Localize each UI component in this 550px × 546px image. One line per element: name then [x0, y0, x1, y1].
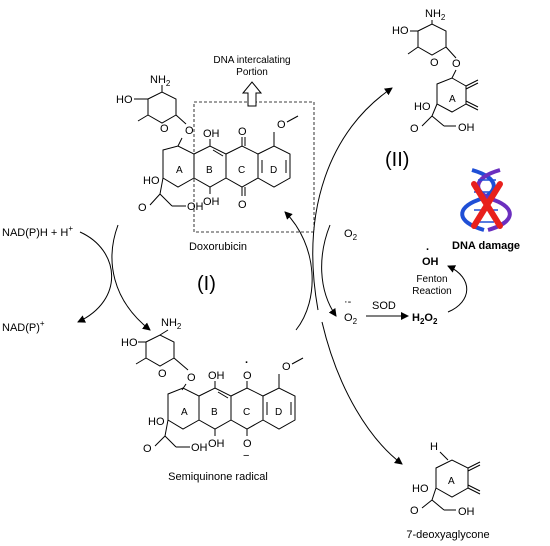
svg-text:O: O [187, 372, 196, 384]
svg-text:OH: OH [458, 122, 475, 134]
oxidation-arrow [284, 211, 313, 331]
pathway-ii-arrow [312, 87, 393, 311]
portion-label: Portion [236, 67, 268, 78]
ho-label: HO [116, 94, 133, 106]
o2-consumption-arrow [321, 224, 337, 317]
reduction-arrow [111, 224, 151, 331]
semiquinone-label: Semiquinone radical [168, 471, 268, 483]
svg-text:A: A [448, 476, 455, 487]
h2o2-label: H2O2 [412, 312, 438, 326]
ring-label-a: A [176, 165, 183, 176]
svg-text:O: O [410, 123, 419, 135]
svg-text:C: C [243, 407, 250, 418]
svg-text:O: O [410, 505, 419, 517]
sugar-ring-doxorubicin [134, 85, 187, 125]
oh-top-ring-b: OH [203, 128, 220, 140]
pathway-ii-label: (II) [385, 149, 409, 171]
nh2-label: NH2 [150, 74, 171, 88]
deoxyaglycone-structure: H A HO O OH [410, 441, 481, 518]
svg-text:O: O [243, 370, 252, 382]
svg-text:O: O [430, 57, 439, 69]
hydroxyl-dot: · [426, 244, 430, 256]
svg-text:H: H [430, 441, 438, 453]
svg-text:HO: HO [392, 25, 409, 37]
svg-text:D: D [275, 407, 282, 418]
ring-label-b: B [206, 165, 213, 176]
ring-o-label: O [160, 123, 169, 135]
svg-text:A: A [181, 407, 188, 418]
svg-text:O: O [282, 361, 291, 373]
ketone-o-top: O [238, 126, 247, 138]
c9-ho: HO [143, 175, 160, 187]
dna-intercalating-label: DNA intercalating [213, 55, 290, 66]
red-cross-icon [471, 181, 503, 229]
o2-label-top: O2 [344, 228, 358, 242]
superoxide-dot: ·- [344, 296, 352, 308]
ring-label-d: D [270, 165, 277, 176]
svg-text:A: A [449, 94, 456, 105]
svg-text:HO: HO [414, 101, 431, 113]
svg-text:NH2: NH2 [425, 8, 446, 22]
svg-text:OH: OH [208, 438, 225, 450]
deoxyaglycone-label: 7-deoxyaglycone [406, 529, 489, 541]
hydroxyl-radical-label: OH [422, 256, 439, 268]
ketone-o-bottom: O [238, 199, 247, 211]
svg-text:O: O [452, 58, 461, 70]
svg-text:·: · [245, 357, 249, 369]
ring-label-c: C [238, 165, 245, 176]
svg-text:HO: HO [121, 337, 138, 349]
reaction-label: Reaction [412, 286, 451, 297]
svg-text:OH: OH [458, 506, 475, 518]
svg-text:O: O [143, 443, 152, 455]
nadph-label: NAD(P)H + H+ [2, 224, 73, 239]
hollow-up-arrow-icon [241, 81, 263, 107]
glycoside-o-label: O [185, 125, 194, 137]
semiquinone-structure: NH2 HO O O A B C D OH OH O · O − O HO [121, 317, 304, 462]
svg-text:OH: OH [208, 370, 225, 382]
dna-damage-label: DNA damage [452, 240, 520, 252]
sod-label: SOD [372, 300, 396, 312]
nadph-curve-arrow [77, 231, 113, 323]
c9-o-ketone: O [138, 202, 147, 214]
svg-text:HO: HO [412, 483, 429, 495]
svg-text:B: B [211, 407, 218, 418]
doxorubicin-structure: NH2 HO O O O O OH OH O A B C D [116, 74, 299, 214]
top-right-structure: NH2 HO O O A HO O OH [392, 8, 479, 135]
oh-bottom-ring-b: OH [203, 196, 220, 208]
fenton-arrow [447, 265, 468, 313]
doxorubicin-label: Doxorubicin [189, 241, 247, 253]
svg-text:O: O [243, 438, 252, 450]
nadp-label: NAD(P)+ [2, 319, 45, 334]
fenton-label: Fenton [416, 274, 447, 285]
svg-text:NH2: NH2 [161, 317, 182, 331]
svg-text:HO: HO [148, 416, 165, 428]
pathway-i-label: (I) [197, 273, 216, 295]
c9-oh-terminal: OH [187, 201, 204, 213]
deoxyaglycone-arrow [321, 321, 403, 465]
methoxy-o: O [277, 119, 286, 131]
superoxide-label: O2 [344, 312, 358, 326]
svg-text:−: − [243, 450, 249, 462]
svg-text:OH: OH [191, 442, 208, 454]
svg-text:O: O [158, 368, 167, 380]
